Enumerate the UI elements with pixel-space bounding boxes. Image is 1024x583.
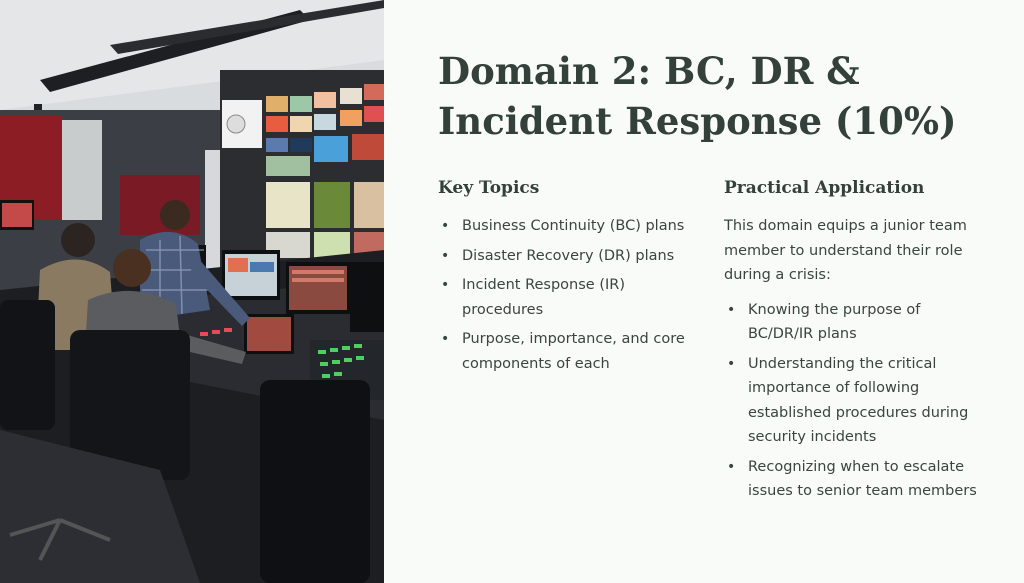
key-topics-heading: Key Topics: [438, 178, 540, 198]
list-item: Purpose, importance, and core components…: [438, 327, 688, 376]
slide-title: Domain 2: BC, DR & Incident Response (10…: [438, 49, 957, 143]
practical-application-heading: Practical Application: [724, 178, 925, 198]
practical-application-list: Knowing the purpose of BC/DR/IR plans Un…: [724, 298, 986, 504]
key-topics-section: Key Topics Business Continuity (BC) plan…: [438, 176, 688, 381]
list-item: Recognizing when to escalate issues to s…: [724, 455, 986, 504]
list-item: Business Continuity (BC) plans: [438, 214, 688, 239]
control-room-photo: [0, 0, 384, 583]
key-topics-list: Business Continuity (BC) plans Disaster …: [438, 214, 688, 376]
practical-application-intro: This domain equips a junior team member …: [724, 218, 967, 283]
list-item: Incident Response (IR) procedures: [438, 273, 688, 322]
list-item: Knowing the purpose of BC/DR/IR plans: [724, 298, 986, 347]
practical-application-section: Practical Application This domain equips…: [724, 176, 986, 509]
list-item: Disaster Recovery (DR) plans: [438, 244, 688, 269]
list-item: Understanding the critical importance of…: [724, 352, 986, 450]
